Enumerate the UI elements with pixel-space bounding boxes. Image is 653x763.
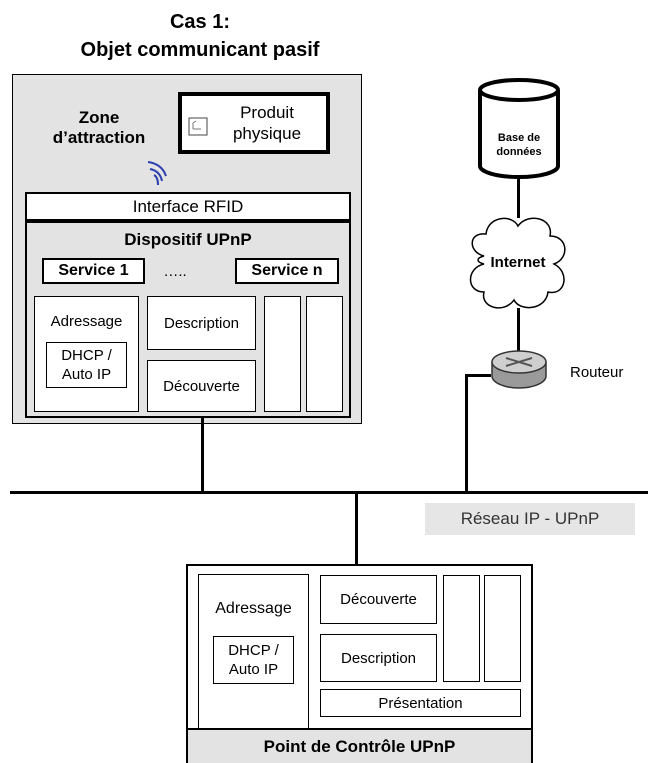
- ip-network-backbone: [10, 491, 648, 494]
- database-label-line2: données: [496, 146, 542, 158]
- database-label: Base de données: [478, 128, 560, 162]
- cp-discovery-box: Découverte: [320, 575, 437, 624]
- ip-network-label: Réseau IP - UPnP: [425, 503, 635, 535]
- product-tag-icon: [188, 117, 208, 136]
- dhcp-auto-ip-box: DHCP / Auto IP: [46, 342, 127, 388]
- dhcp-label-line2: Auto IP: [61, 366, 112, 383]
- router-label: Routeur: [570, 364, 624, 381]
- physical-product-label-line2: physique: [232, 124, 302, 143]
- cp-dhcp-label-line2: Auto IP: [228, 661, 279, 678]
- router-network-link-v: [465, 374, 468, 493]
- cp-dhcp-label-line1: DHCP /: [228, 642, 279, 659]
- internet-router-link: [517, 308, 520, 352]
- attraction-zone-label-line2: d’attraction: [52, 128, 146, 147]
- control-point-title-bar: Point de Contrôle UPnP: [186, 728, 533, 763]
- router-icon: [491, 350, 547, 389]
- addressing-label: Adressage: [50, 312, 123, 330]
- control-point-network-link: [355, 493, 358, 565]
- physical-product-label-line1: Produit: [240, 103, 294, 122]
- cp-extra-slot-2: [484, 575, 521, 682]
- dhcp-label-line1: DHCP /: [61, 347, 112, 364]
- service-1-box: Service 1: [42, 258, 145, 284]
- discovery-box: Découverte: [147, 360, 256, 412]
- rfid-signal-icon: [147, 161, 167, 186]
- database-label-line1: Base de: [497, 132, 541, 144]
- device-network-link: [201, 418, 204, 493]
- upnp-device-title: Dispositif UPnP: [124, 230, 252, 249]
- attraction-zone-label-line1: Zone: [78, 108, 120, 127]
- service-n-box: Service n: [235, 258, 339, 284]
- cp-extra-slot-1: [443, 575, 480, 682]
- rfid-interface-bar: Interface RFID: [25, 192, 351, 221]
- diagram-title-line1: Cas 1:: [169, 10, 231, 33]
- internet-cloud-icon: [469, 217, 566, 309]
- database-icon: [478, 78, 560, 179]
- physical-product-label: Produit physique: [210, 96, 324, 150]
- cp-presentation-box: Présentation: [320, 689, 521, 717]
- router-network-link-h: [465, 374, 491, 377]
- database-internet-link: [517, 178, 520, 218]
- extra-service-slot-2: [306, 296, 343, 412]
- services-ellipsis: …..: [163, 262, 187, 280]
- internet-label: Internet: [490, 253, 546, 271]
- cp-description-box: Description: [320, 634, 437, 682]
- cp-addressing-label: Adressage: [215, 600, 292, 617]
- diagram-title-line2: Objet communicant pasif: [80, 38, 320, 61]
- extra-service-slot-1: [264, 296, 301, 412]
- cp-dhcp-auto-ip-box: DHCP / Auto IP: [213, 636, 294, 684]
- attraction-zone-label: Zone d’attraction: [24, 106, 174, 150]
- description-box: Description: [147, 296, 256, 350]
